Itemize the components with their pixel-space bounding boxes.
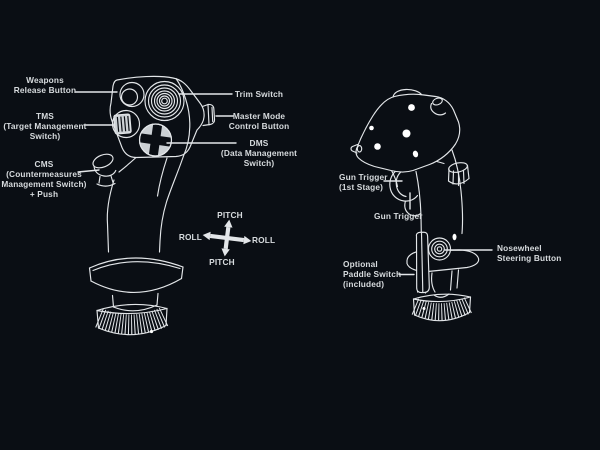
left-joystick-drawing [88, 75, 216, 336]
callout-dms: DMS (Data Management Switch) [215, 138, 303, 168]
callout-line: (Target Management [3, 121, 87, 131]
callout-line: Switch) [243, 158, 275, 168]
axis-label-pitch-top: PITCH [209, 210, 251, 220]
callout-paddle: Optional Paddle Switch (included) [343, 259, 413, 289]
shaft-button-dot [452, 233, 457, 241]
dms-switch [138, 122, 173, 158]
gun-trigger-drawing [389, 168, 422, 217]
axis-cross [202, 219, 252, 257]
left-head [109, 75, 216, 159]
callout-line: Management Switch) [1, 179, 87, 189]
callout-line: DMS [249, 138, 269, 148]
callout-line: Weapons [26, 75, 64, 85]
callout-weapons-release: Weapons Release Button [3, 75, 87, 95]
axis-label-roll-left: ROLL [160, 232, 202, 242]
callout-line: (Countermeasures [6, 169, 82, 179]
axis-label: ROLL [252, 235, 276, 245]
callout-line: CMS [34, 159, 54, 169]
callout-master-mode: Master Mode Control Button [215, 111, 303, 131]
callout-line: TMS [36, 111, 54, 121]
callout-nosewheel: Nosewheel Steering Button [497, 243, 577, 263]
tms-switch [111, 109, 141, 139]
left-connector-ring [95, 303, 170, 336]
axis-label-pitch-bottom: PITCH [201, 257, 243, 267]
callout-line: (1st Stage) [339, 182, 384, 192]
leader-lines [75, 91, 493, 276]
callout-gun-trigger: Gun Trigger [374, 211, 434, 221]
weapons-release-button [119, 81, 145, 108]
cms-switch [92, 153, 117, 187]
callout-line: (included) [343, 279, 385, 289]
trim-switch [144, 80, 185, 122]
axis-label-roll-right: ROLL [252, 235, 294, 245]
axis-label: PITCH [209, 257, 235, 267]
head-button-dots [369, 104, 419, 158]
callout-line: Paddle Switch [343, 269, 402, 279]
right-connector-ring [411, 293, 474, 322]
master-mode-button [201, 103, 216, 127]
callout-line: Gun Trigger [374, 211, 423, 221]
leader-cms [77, 169, 100, 173]
callout-trim: Trim Switch [215, 89, 303, 99]
callout-line: Switch) [29, 131, 61, 141]
left-base-skirt [88, 257, 184, 312]
callout-line: Steering Button [497, 253, 562, 263]
axis-label: ROLL [178, 232, 202, 242]
side-knob [447, 162, 470, 187]
callout-tms: TMS (Target Management Switch) [1, 111, 89, 141]
axis-label: PITCH [217, 210, 243, 220]
callout-line: Nosewheel [497, 243, 542, 253]
callout-line: + Push [29, 189, 59, 199]
paddle-switch-drawing [415, 231, 430, 294]
callout-line: Master Mode [232, 111, 286, 121]
callout-line: Optional [343, 259, 378, 269]
callout-line: Release Button [13, 85, 77, 95]
callout-line: (Data Management [220, 148, 298, 158]
callout-line: Trim Switch [234, 89, 284, 99]
callout-cms: CMS (Countermeasures Management Switch) … [0, 159, 88, 199]
callout-line: Control Button [228, 121, 290, 131]
callout-line: Gun Trigger [339, 172, 388, 182]
right-head [350, 88, 461, 173]
nosewheel-steering-drawing [427, 237, 452, 261]
callout-gun-trigger-first: Gun Trigger (1st Stage) [339, 172, 409, 192]
right-joystick-drawing [350, 88, 480, 322]
